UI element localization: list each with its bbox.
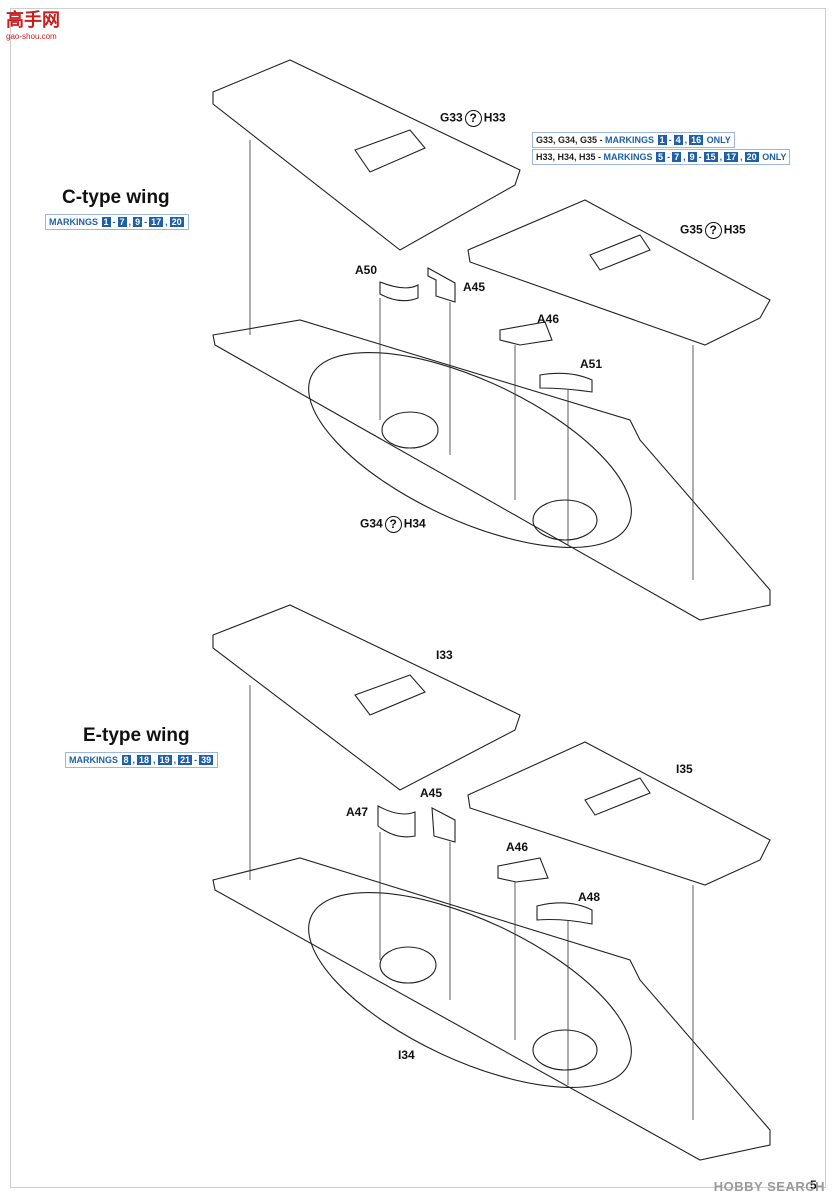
a46-part	[499, 321, 553, 346]
page-number: 5	[810, 1178, 817, 1192]
a48-part	[536, 902, 593, 925]
question-mark-icon: ?	[384, 516, 402, 533]
watermark: HOBBY SEARCH	[713, 1179, 825, 1194]
label-a46: A46	[537, 312, 560, 326]
e-upper-right-wing	[467, 741, 771, 886]
c-upper-left-wing	[212, 59, 521, 251]
logo-domain: gao-shou.com	[6, 32, 57, 41]
label-a45: A45	[463, 280, 486, 294]
a45-part	[427, 267, 456, 303]
question-mark-icon: ?	[464, 110, 482, 127]
e-type-title: E-type wing	[83, 725, 190, 746]
c-lower-wing	[212, 319, 771, 621]
a50-part	[379, 281, 419, 302]
label-a50: A50	[355, 263, 378, 277]
label-a45-e: A45	[420, 786, 443, 800]
page-frame	[10, 8, 826, 1188]
label-a48: A48	[578, 890, 601, 904]
e-lower-wing	[212, 857, 771, 1161]
a51-part	[539, 372, 593, 393]
a46-part-e	[497, 857, 549, 883]
c-type-title: C-type wing	[62, 187, 170, 208]
logo-brand: 高手网	[6, 10, 60, 30]
label-i34: I34	[398, 1048, 415, 1062]
e-markings-box: MARKINGS 8,18,19,21-39	[65, 752, 219, 768]
c-markings-box: MARKINGS 1-7,9-17,20	[45, 214, 189, 230]
question-mark-icon: ?	[704, 222, 722, 239]
label-i35: I35	[676, 762, 693, 776]
site-logo: 高手网 gao-shou.com	[6, 6, 60, 41]
c-upper-right-wing	[467, 199, 771, 346]
c-legend-row-1: G33, G34, G35 - MARKINGS 1-4,16 ONLY	[532, 132, 735, 148]
label-i33: I33	[436, 648, 453, 662]
label-a47: A47	[346, 805, 369, 819]
label-g35-h35: G35?H35	[680, 222, 746, 239]
label-a46-e: A46	[506, 840, 529, 854]
label-g34-h34: G34?H34	[360, 516, 426, 533]
label-g33-h33: G33?H33	[440, 110, 506, 127]
label-a51: A51	[580, 357, 603, 371]
a47-part	[377, 805, 416, 838]
e-upper-left-wing	[212, 604, 521, 791]
a45-part-e	[431, 807, 456, 843]
c-legend-row-2: H33, H34, H35 - MARKINGS 5-7,9-15,17,20 …	[532, 149, 791, 165]
